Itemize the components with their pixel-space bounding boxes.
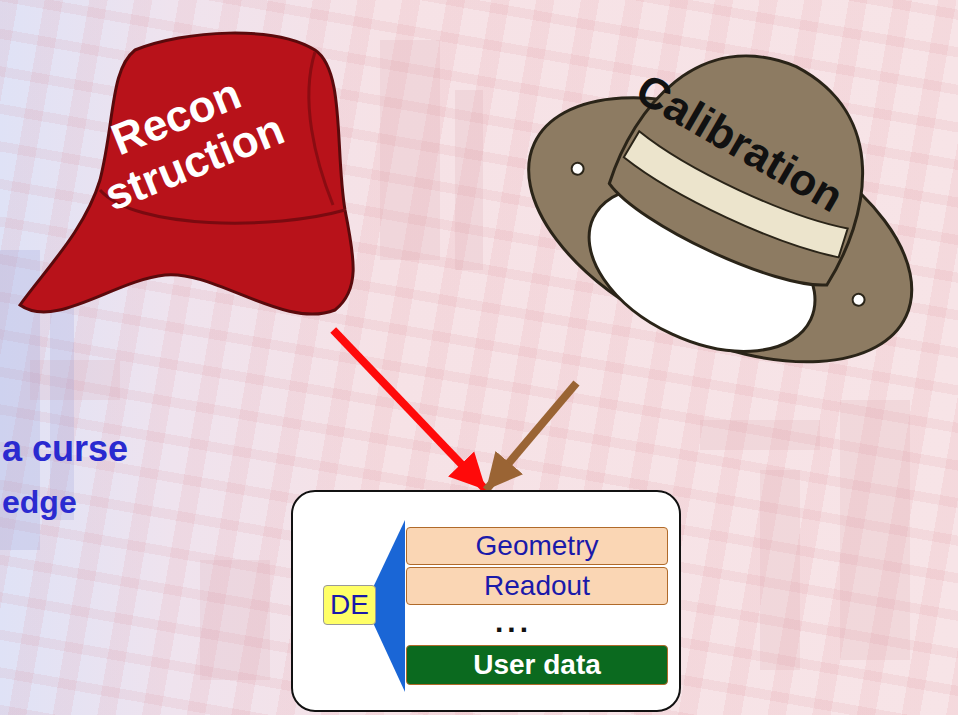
box-label: Geometry xyxy=(476,530,599,562)
de-box: DE xyxy=(323,585,376,625)
arrow-connector xyxy=(333,330,486,490)
ellipsis: ... xyxy=(495,605,532,639)
user-data-box: User data xyxy=(406,645,668,685)
box-label: Readout xyxy=(484,570,590,602)
box-label: User data xyxy=(473,649,601,681)
detector-element-box: DE GeometryReadoutUser data xyxy=(291,490,681,712)
safari-hat xyxy=(520,8,950,383)
hat-node: Recon struction xyxy=(15,30,365,330)
slide-text: edge xyxy=(2,484,77,521)
readout-box: Readout xyxy=(406,567,668,605)
box-label: DE xyxy=(330,589,369,621)
hat-node: Calibration xyxy=(520,8,950,383)
geometry-box: Geometry xyxy=(406,527,668,565)
arrow-connector xyxy=(486,383,576,490)
slide-text: a curse xyxy=(2,428,128,470)
